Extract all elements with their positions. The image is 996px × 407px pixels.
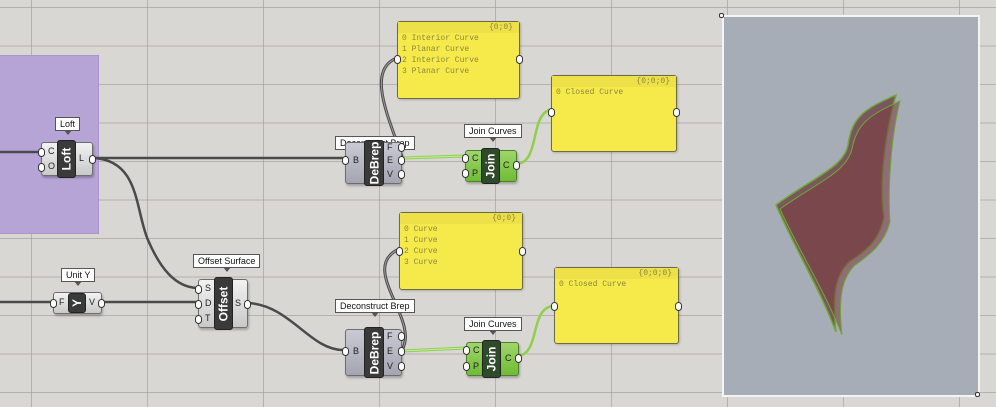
panel-edges-1-row: 2 Interior Curve: [402, 56, 479, 65]
rhino-viewport[interactable]: [722, 15, 980, 397]
join-curves-2-component[interactable]: C P Join C: [463, 340, 522, 378]
join-1-label: Join: [481, 148, 500, 184]
panel-edges-2-input-grip[interactable]: [396, 247, 403, 256]
loft-output-l-grip[interactable]: [89, 155, 96, 164]
offset-surface-component[interactable]: S D T Offset S: [195, 277, 251, 330]
unit-y-tooltip: Unit Y: [61, 268, 96, 286]
join-2-output-c-grip[interactable]: [515, 354, 522, 363]
unit-y-component[interactable]: F Y V: [50, 292, 105, 314]
panel-joined-2-output-grip[interactable]: [675, 302, 682, 311]
debrep-2-output-f: F: [387, 331, 393, 341]
offset-output-s: S: [235, 298, 242, 308]
offset-input-t: T: [205, 313, 211, 323]
debrep-1-output-e: E: [387, 155, 394, 165]
loft-label: Loft: [57, 140, 76, 178]
panel-joined-1-row: 0 Closed Curve: [556, 88, 624, 97]
debrep-2-output-v-grip[interactable]: [398, 362, 405, 371]
panel-joined-2[interactable]: {0;0;0} 0 Closed Curve: [551, 267, 682, 344]
join-1-input-p: P: [472, 168, 479, 178]
debrep-2-output-e: E: [387, 346, 394, 356]
debrep-2-input-b-grip[interactable]: [342, 347, 349, 356]
join-1-input-c: C: [472, 153, 479, 163]
loft-surface-shape: [779, 100, 901, 336]
join-curves-1-component[interactable]: C P Join C: [462, 148, 520, 184]
panel-edges-2-row: 0 Curve: [404, 225, 438, 234]
join-1-output-c: C: [503, 160, 510, 170]
panel-edges-1-row: 0 Interior Curve: [402, 34, 479, 43]
debrep-1-input-b: B: [353, 155, 360, 165]
unit-y-label: Y: [68, 293, 86, 313]
offset-input-t-grip[interactable]: [195, 315, 202, 324]
viewport-geometry: [775, 93, 901, 336]
loft-input-o: O: [48, 161, 56, 171]
join-2-input-p-grip[interactable]: [463, 362, 470, 371]
panel-edges-1-header: {0;0}: [398, 22, 519, 33]
debrep-1-output-f-grip[interactable]: [398, 143, 405, 152]
join-2-input-c-grip[interactable]: [463, 346, 470, 355]
debrep-1-output-f: F: [387, 142, 393, 152]
offset-surface-tooltip: Offset Surface: [193, 254, 261, 272]
debrep-1-output-v-grip[interactable]: [398, 170, 405, 179]
debrep-2-output-f-grip[interactable]: [398, 332, 405, 341]
offset-input-s-grip[interactable]: [195, 285, 202, 294]
loft-input-c: C: [48, 146, 55, 156]
deconstruct-brep-2-component[interactable]: B DeBrep F E V: [342, 327, 405, 378]
offset-output-s-grip[interactable]: [244, 300, 251, 309]
debrep-1-output-v: V: [387, 169, 394, 179]
viewport-resize-handle-bottom-right[interactable]: [975, 392, 980, 397]
panel-joined-1-header: {0;0;0}: [552, 76, 676, 87]
loft-output-l: L: [79, 153, 85, 163]
panel-edges-1-input-grip[interactable]: [394, 55, 401, 64]
loft-input-c-grip[interactable]: [38, 148, 45, 157]
join-curves-1-tooltip: Join Curves: [464, 124, 522, 142]
panel-edges-1-output-grip[interactable]: [516, 55, 523, 64]
join-2-input-c: C: [473, 345, 480, 355]
offset-surface-label: Offset: [214, 277, 233, 330]
loft-component[interactable]: C O Loft L: [38, 140, 96, 178]
panel-edges-1[interactable]: {0;0} 0 Interior Curve 1 Planar Curve 2 …: [394, 21, 523, 99]
deconstruct-brep-2-tooltip: Deconstruct Brep: [335, 299, 415, 317]
loft-input-o-grip[interactable]: [38, 163, 45, 172]
join-1-output-c-grip[interactable]: [513, 161, 520, 170]
debrep-2-output-e-grip[interactable]: [398, 347, 405, 356]
join-1-input-p-grip[interactable]: [462, 169, 469, 178]
panel-edges-1-row: 1 Planar Curve: [402, 45, 470, 54]
loft-tooltip: Loft: [55, 117, 81, 135]
panel-edges-2-header: {0;0}: [400, 213, 522, 224]
offset-input-d-grip[interactable]: [195, 300, 202, 309]
panel-joined-1[interactable]: {0;0;0} 0 Closed Curve: [548, 75, 680, 152]
join-curves-2-tooltip: Join Curves: [464, 317, 522, 335]
panel-joined-1-input-grip[interactable]: [548, 108, 555, 117]
unit-y-output-v-grip[interactable]: [98, 299, 105, 308]
debrep-2-label: DeBrep: [364, 327, 384, 378]
panel-edges-2-row: 3 Curve: [404, 258, 438, 267]
unit-y-output-v: V: [89, 297, 96, 307]
join-1-input-c-grip[interactable]: [462, 154, 469, 163]
deconstruct-brep-1-component[interactable]: B DeBrep F E V: [342, 140, 405, 186]
debrep-1-label: DeBrep: [364, 140, 384, 186]
debrep-2-output-v: V: [387, 361, 394, 371]
panel-edges-2-row: 2 Curve: [404, 247, 438, 256]
panel-joined-2-row: 0 Closed Curve: [559, 280, 627, 289]
join-2-output-c: C: [505, 353, 512, 363]
panel-edges-1-row: 3 Planar Curve: [402, 67, 470, 76]
panel-edges-2[interactable]: {0;0} 0 Curve 1 Curve 2 Curve 3 Curve: [396, 212, 526, 290]
panel-edges-2-output-grip[interactable]: [519, 247, 526, 256]
unit-y-input-f-grip[interactable]: [50, 299, 57, 308]
debrep-1-input-b-grip[interactable]: [342, 156, 349, 165]
offset-input-s: S: [205, 283, 212, 293]
join-2-label: Join: [482, 340, 501, 378]
debrep-2-input-b: B: [353, 346, 360, 356]
join-2-input-p: P: [473, 361, 480, 371]
panel-joined-1-output-grip[interactable]: [673, 108, 680, 117]
offset-input-d: D: [205, 298, 212, 308]
debrep-1-output-e-grip[interactable]: [398, 156, 405, 165]
panel-edges-2-row: 1 Curve: [404, 236, 438, 245]
panel-joined-2-header: {0;0;0}: [555, 268, 678, 279]
unit-y-input-f: F: [59, 297, 65, 307]
panel-joined-2-input-grip[interactable]: [551, 302, 558, 311]
viewport-resize-handle-top-left[interactable]: [719, 13, 724, 18]
